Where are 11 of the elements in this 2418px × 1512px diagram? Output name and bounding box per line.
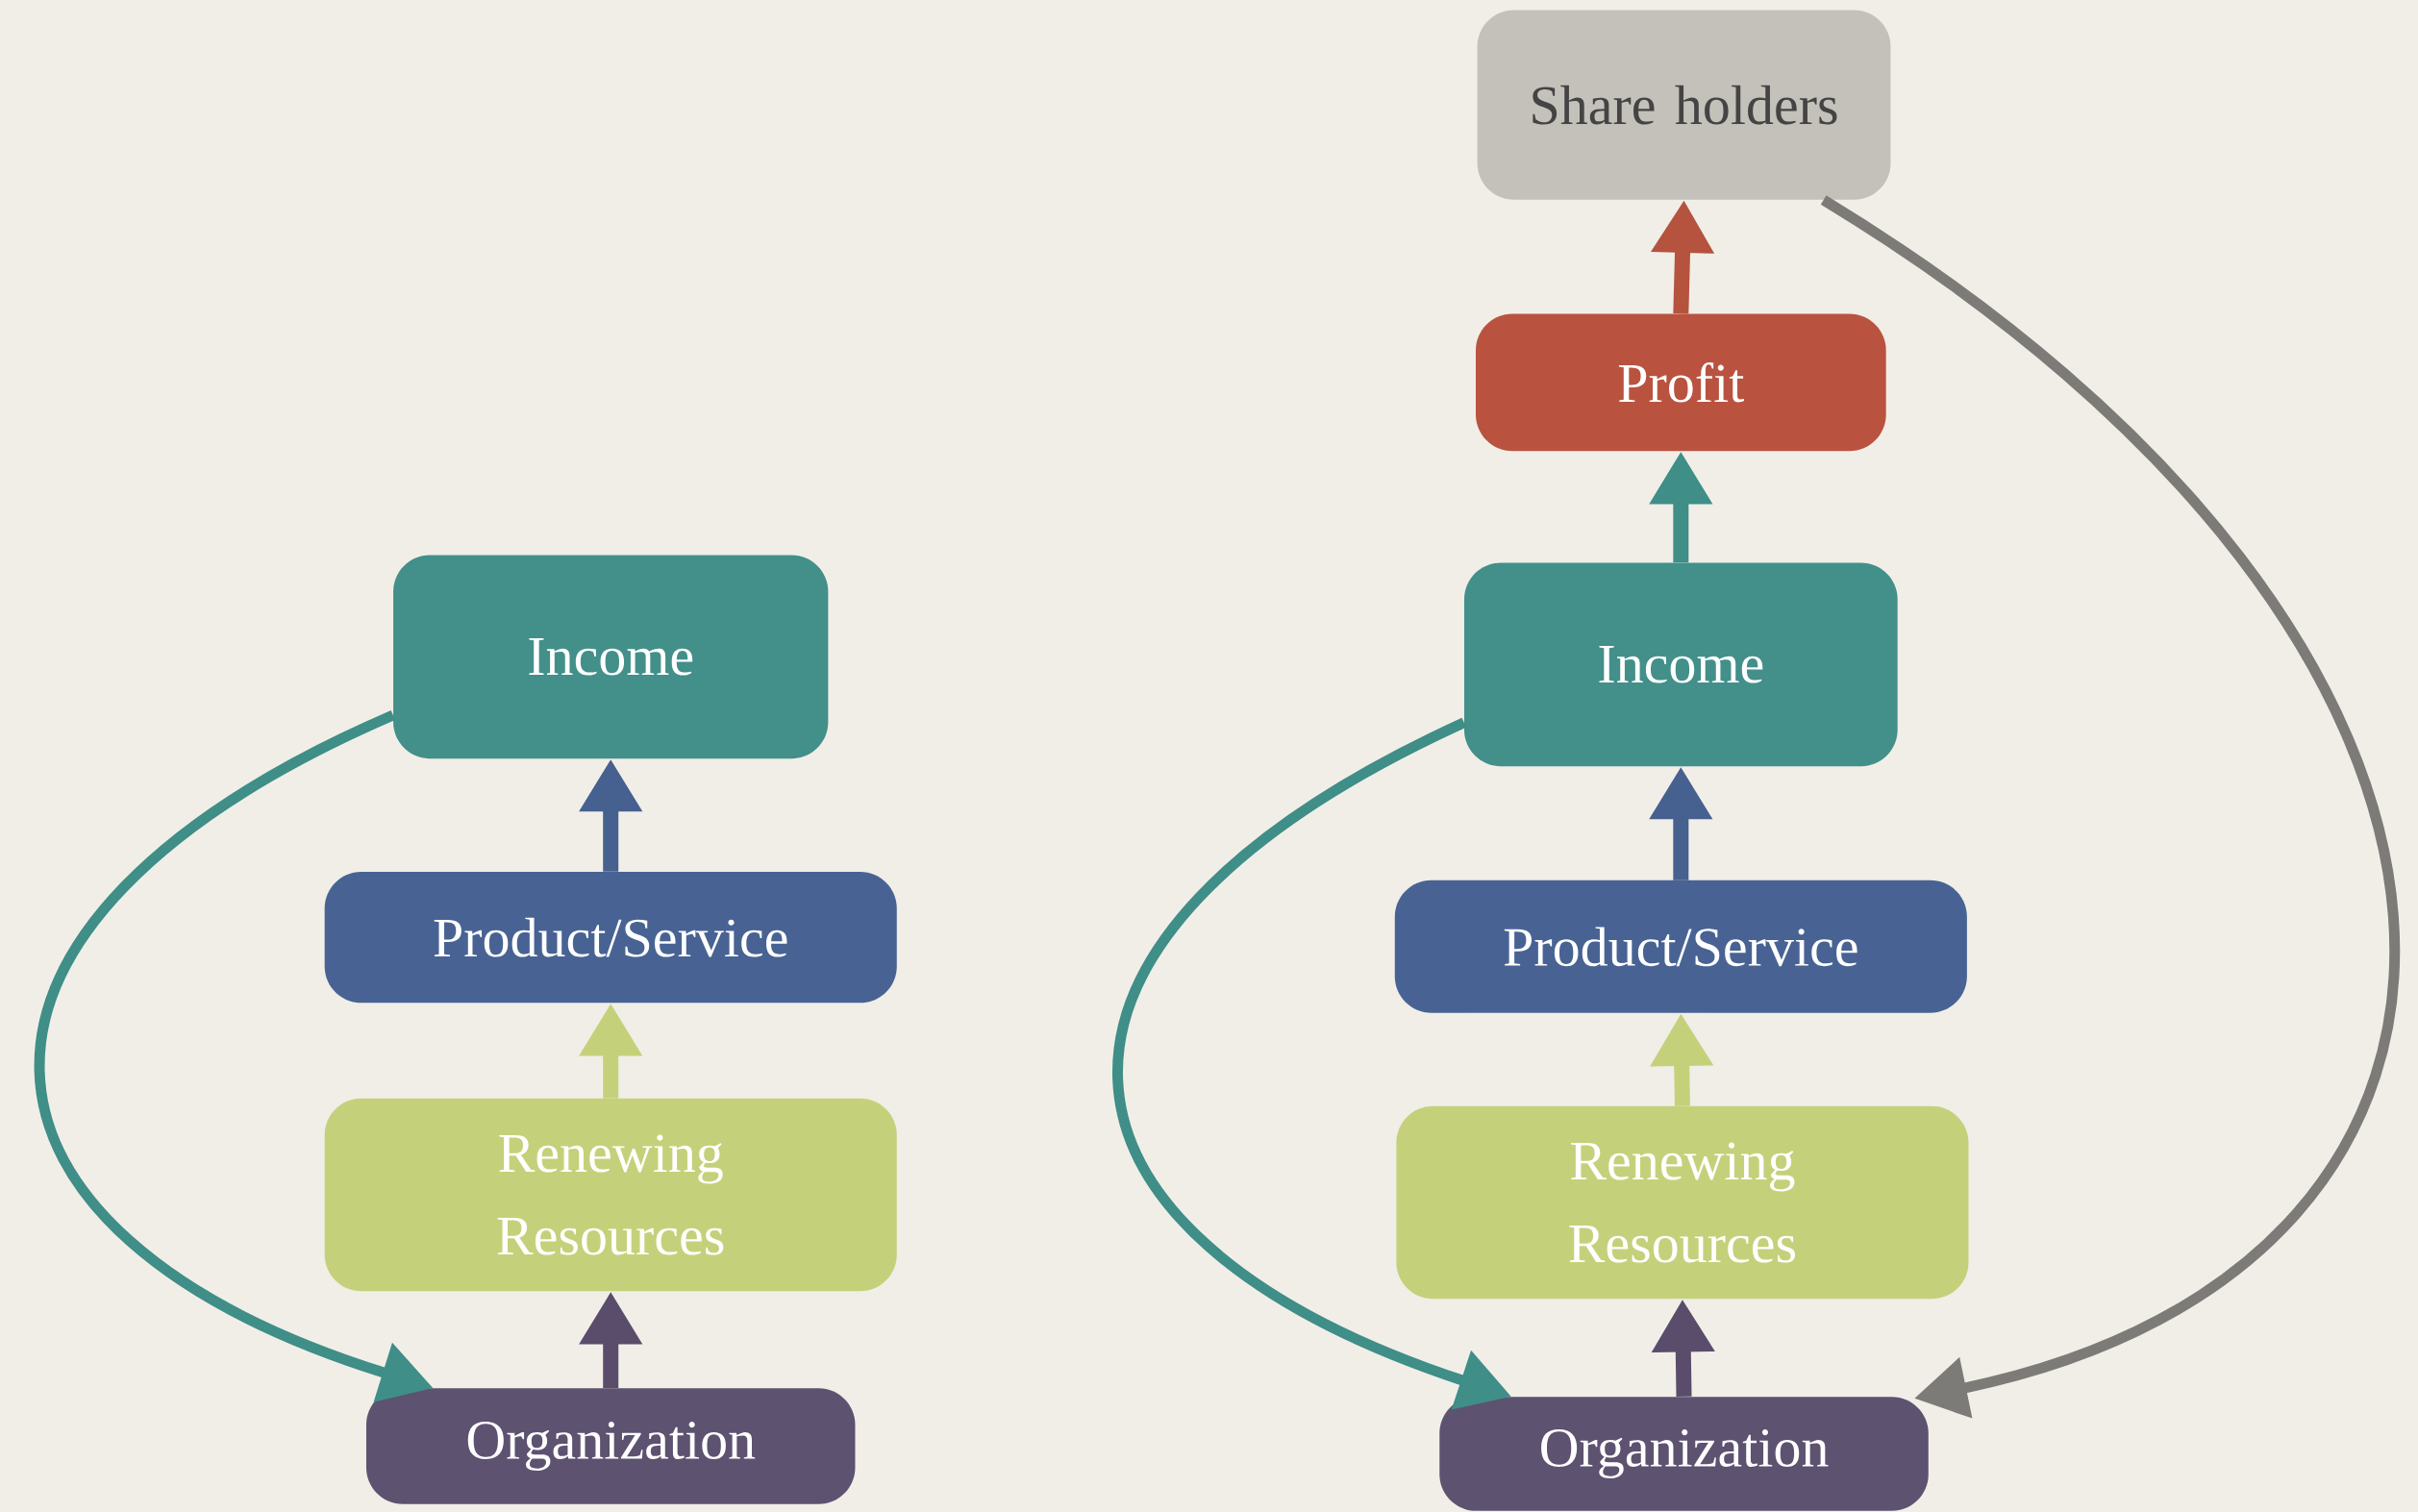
process-box: Income	[1463, 562, 1898, 767]
process-box: Income	[393, 555, 829, 759]
process-box: Product/Service	[1394, 880, 1967, 1013]
process-box: Renewing Resources	[324, 1098, 897, 1292]
process-box: Renewing Resources	[1396, 1105, 1969, 1300]
process-box: Product/Service	[324, 872, 897, 1004]
arrow	[1820, 195, 2399, 1419]
process-box: Profit	[1475, 313, 1886, 452]
process-box: Share holders	[1477, 10, 1891, 200]
process-box: Organization	[1439, 1397, 1929, 1511]
process-box: Organization	[365, 1388, 856, 1504]
